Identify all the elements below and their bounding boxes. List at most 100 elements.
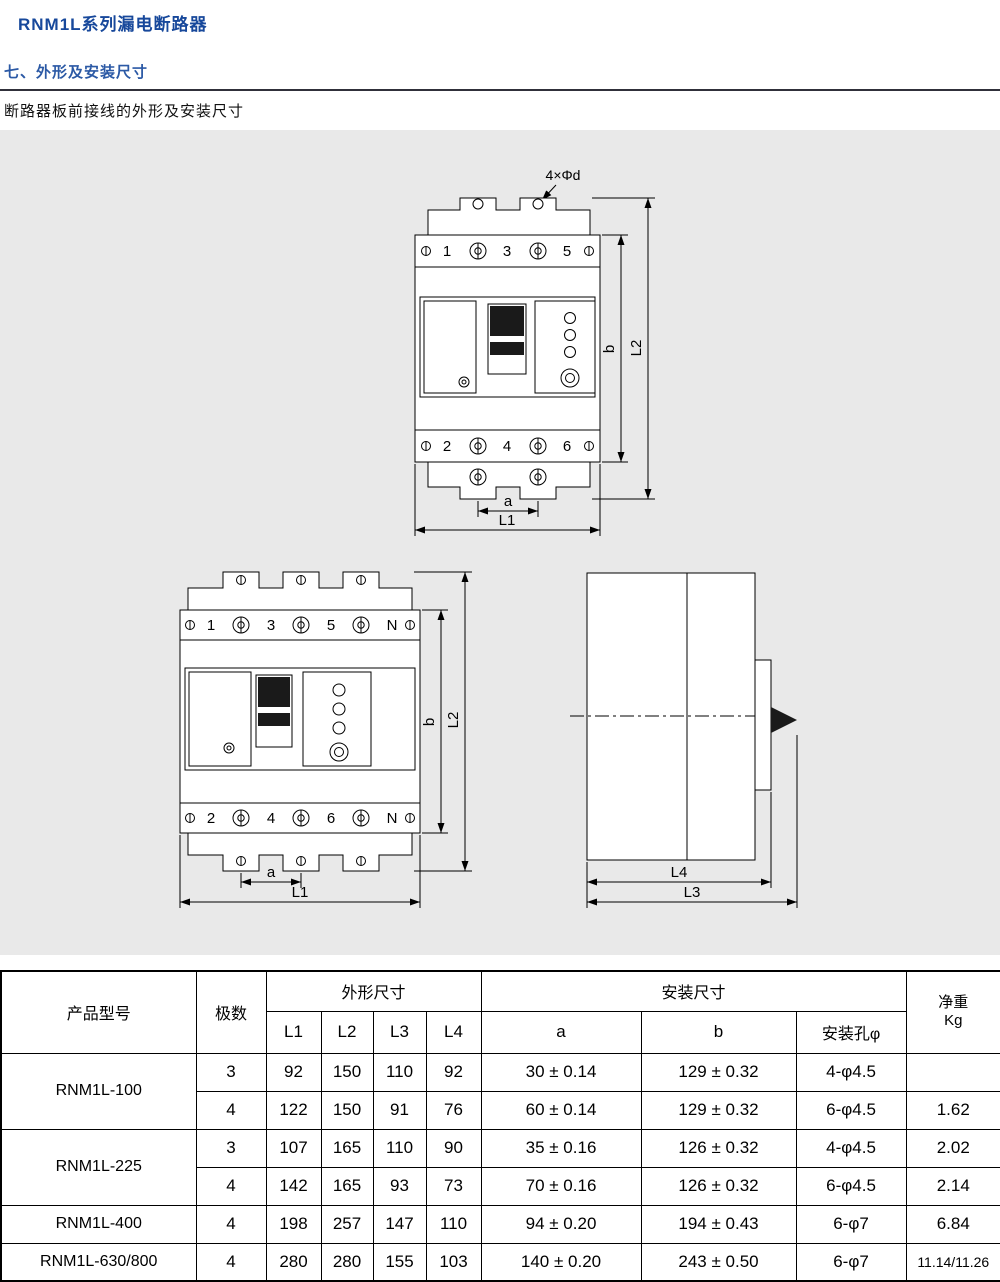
- hole-size-callout: 4×Φd: [541, 167, 581, 201]
- cell-poles: 4: [195, 1204, 267, 1244]
- cell-hole: 6-φ7: [795, 1204, 907, 1244]
- table-row: 4 142 165 93 73 70 ± 0.16 126 ± 0.32 6-φ…: [1, 1166, 1000, 1206]
- terminal-label-1: 1: [207, 617, 215, 634]
- cell-l4: 110: [425, 1204, 482, 1244]
- col-header-l1: L1: [265, 1010, 322, 1054]
- table-row: RNM1L-630/800 4 280 280 155 103 140 ± 0.…: [0, 1242, 1000, 1282]
- cell-model: RNM1L-100: [0, 1052, 197, 1130]
- side-view-dimensions: L4 L3: [586, 735, 798, 908]
- cell-b: 126 ± 0.32: [640, 1128, 797, 1168]
- col-header-model: 产品型号: [0, 970, 197, 1054]
- cell-b: 129 ± 0.32: [640, 1090, 797, 1130]
- cell-l2: 165: [320, 1128, 374, 1168]
- breaker-4p-trip-unit: [302, 671, 372, 767]
- terminal-label-4: 4: [267, 810, 275, 827]
- cell-b: 126 ± 0.32: [640, 1166, 797, 1206]
- weight-unit-label: Kg: [944, 1012, 963, 1030]
- breaker-3p-top-bracket: [427, 197, 591, 236]
- cell-l2: 257: [320, 1204, 374, 1244]
- front-view-3pole-drawing: 4×Φd 1 3 5: [414, 167, 655, 536]
- side-view-drawing: L4 L3: [570, 572, 798, 908]
- cell-hole: 6-φ4.5: [795, 1090, 907, 1130]
- drawing-caption: 断路器板前接线的外形及安装尺寸: [4, 103, 245, 120]
- terminal-label-4: 4: [503, 438, 511, 455]
- cell-l1: 142: [265, 1166, 322, 1206]
- cell-l4: 73: [425, 1166, 482, 1206]
- cell-l3: 91: [372, 1090, 427, 1130]
- technical-drawings: 4×Φd 1 3 5: [179, 167, 798, 908]
- cell-l1: 122: [265, 1090, 322, 1130]
- cell-l3: 110: [372, 1128, 427, 1168]
- cell-weight: 2.14: [905, 1166, 1000, 1206]
- cell-l1: 107: [265, 1128, 322, 1168]
- breaker-4p-body: [179, 639, 421, 804]
- dim-label-l1: L1: [292, 884, 309, 901]
- cell-weight: 1.62: [905, 1090, 1000, 1130]
- terminal-label-3: 3: [503, 243, 511, 260]
- terminal-label-n: N: [387, 810, 398, 827]
- cell-poles: 4: [195, 1090, 267, 1130]
- cell-hole: 4-φ4.5: [795, 1128, 907, 1168]
- col-group-install: 安装尺寸: [480, 970, 907, 1012]
- terminal-label-2: 2: [207, 810, 215, 827]
- cell-l2: 280: [320, 1242, 374, 1282]
- cell-weight: [905, 1052, 1000, 1092]
- cell-a: 94 ± 0.20: [480, 1204, 642, 1244]
- breaker-3p-dimensions: b L2 a L: [414, 197, 655, 536]
- cell-l4: 76: [425, 1090, 482, 1130]
- terminal-label-2: 2: [443, 438, 451, 455]
- cell-l3: 110: [372, 1052, 427, 1092]
- cell-b: 129 ± 0.32: [640, 1052, 797, 1092]
- cell-l3: 147: [372, 1204, 427, 1244]
- breaker-4p-bottom-bracket: [187, 832, 413, 872]
- cell-a: 35 ± 0.16: [480, 1128, 642, 1168]
- terminal-label-6: 6: [563, 438, 571, 455]
- cell-l1: 198: [265, 1204, 322, 1244]
- dim-label-b: b: [421, 718, 438, 726]
- dim-label-l2: L2: [445, 712, 462, 729]
- weight-label: 净重: [938, 994, 969, 1012]
- col-header-a: a: [480, 1010, 642, 1054]
- cell-poles: 3: [195, 1052, 267, 1092]
- section-heading: 七、外形及安装尺寸: [4, 64, 149, 81]
- terminal-label-3: 3: [267, 617, 275, 634]
- col-header-l4: L4: [425, 1010, 482, 1054]
- dim-label-b: b: [601, 345, 618, 353]
- cell-hole: 4-φ4.5: [795, 1052, 907, 1092]
- cell-l2: 150: [320, 1090, 374, 1130]
- breaker-4p-top-terminals: 1 3 5 N: [179, 609, 421, 641]
- breaker-3p-trip-unit: [534, 300, 596, 394]
- cell-l2: 150: [320, 1052, 374, 1092]
- terminal-label-n: N: [387, 617, 398, 634]
- cell-weight: 6.84: [905, 1204, 1000, 1244]
- hole-size-note: 4×Φd: [546, 167, 581, 183]
- terminal-label-5: 5: [563, 243, 571, 260]
- drawings-panel: 4×Φd 1 3 5: [0, 130, 1000, 955]
- cell-hole: 6-φ7: [795, 1242, 907, 1282]
- dim-label-a: a: [504, 493, 513, 510]
- breaker-3p-body: [414, 266, 601, 431]
- terminal-label-1: 1: [443, 243, 451, 260]
- cell-l4: 103: [425, 1242, 482, 1282]
- col-header-weight: 净重 Kg: [905, 970, 1000, 1054]
- col-header-b: b: [640, 1010, 797, 1054]
- cell-a: 70 ± 0.16: [480, 1166, 642, 1206]
- terminal-label-6: 6: [327, 810, 335, 827]
- dim-label-l1: L1: [499, 512, 516, 529]
- breaker-3p-handle: [487, 303, 527, 375]
- dim-label-l3: L3: [684, 884, 701, 901]
- cell-model: RNM1L-400: [0, 1204, 197, 1244]
- cell-a: 30 ± 0.14: [480, 1052, 642, 1092]
- cell-l1: 92: [265, 1052, 322, 1092]
- cell-model: RNM1L-630/800: [0, 1242, 197, 1282]
- cell-weight: 2.02: [905, 1128, 1000, 1168]
- cell-l4: 92: [425, 1052, 482, 1092]
- breaker-3p-bottom-bracket: [427, 461, 591, 500]
- breaker-4p-top-bracket: [187, 571, 413, 611]
- side-handle: [771, 707, 797, 733]
- page-title: RNM1L系列漏电断路器: [18, 15, 208, 34]
- cell-b: 194 ± 0.43: [640, 1204, 797, 1244]
- cell-hole: 6-φ4.5: [795, 1166, 907, 1206]
- dim-label-a: a: [267, 864, 276, 881]
